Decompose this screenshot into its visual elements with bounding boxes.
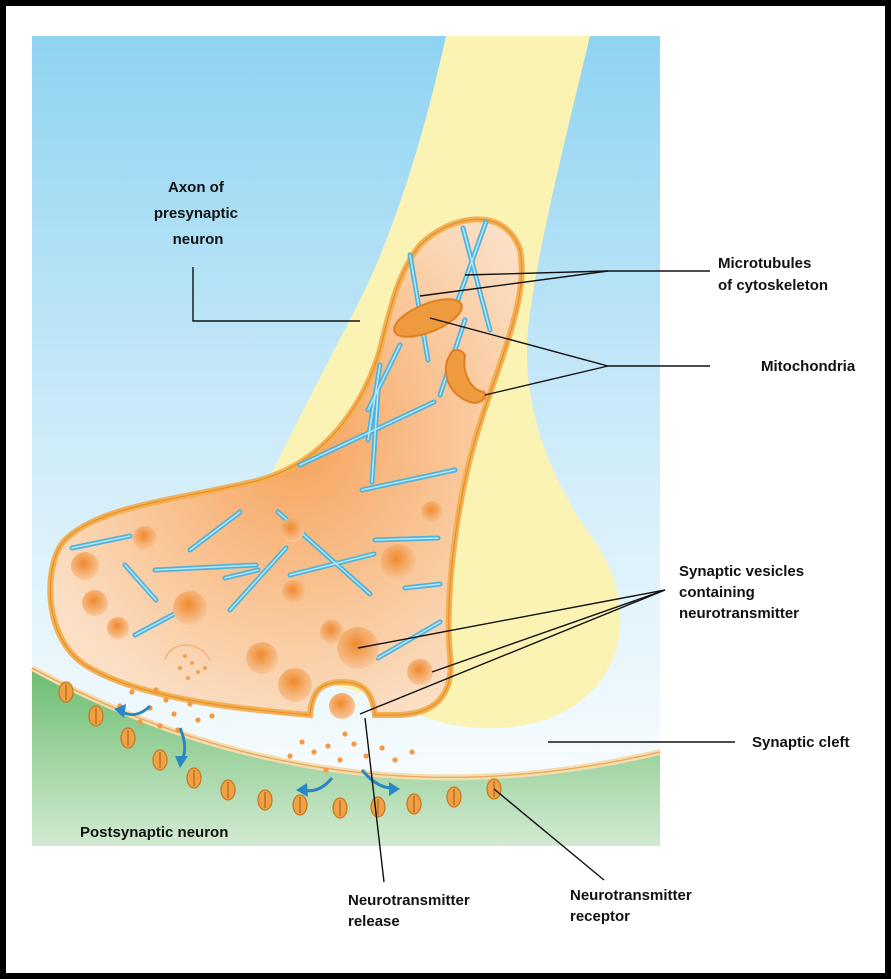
synaptic-vesicle	[282, 580, 306, 604]
microtubules-label-line-2: of cytoskeleton	[718, 277, 828, 294]
nt-release-line-2: release	[348, 913, 400, 930]
nt-receptor-label: Neurotransmitter receptor	[570, 887, 696, 925]
synaptic-vesicle	[280, 518, 304, 542]
synaptic-vesicle	[173, 591, 207, 625]
vesicles-label-line-3: neurotransmitter	[679, 605, 799, 622]
synaptic-vesicle	[133, 526, 157, 550]
microtubules-label: Microtubules of cytoskeleton	[718, 255, 828, 294]
microtubules-label-line-1: Microtubules	[718, 255, 811, 272]
synaptic-vesicle	[407, 659, 433, 685]
synaptic-vesicle-fusing	[329, 693, 355, 719]
vesicles-label-line-2: containing	[679, 584, 755, 601]
synaptic-vesicle	[380, 544, 416, 580]
nt-receptor-line-2: receptor	[570, 908, 630, 925]
synaptic-vesicle	[421, 501, 443, 523]
axon-label-line-3: neuron	[173, 231, 224, 248]
synaptic-vesicle	[71, 552, 99, 580]
nt-receptor-line-1: Neurotransmitter	[570, 887, 692, 904]
axon-label-line-2: presynaptic	[154, 205, 238, 222]
synaptic-vesicle	[82, 590, 108, 616]
synaptic-cleft-label: Synaptic cleft	[752, 734, 850, 751]
synaptic-vesicle	[107, 617, 129, 639]
nt-release-line-1: Neurotransmitter	[348, 892, 470, 909]
synaptic-vesicle	[246, 642, 278, 674]
nt-release-label: Neurotransmitter release	[348, 892, 474, 930]
postsynaptic-neuron-label: Postsynaptic neuron	[80, 824, 228, 841]
vesicles-label-line-1: Synaptic vesicles	[679, 563, 804, 580]
mitochondria-label: Mitochondria	[761, 358, 856, 375]
axon-label-line-1: Axon of	[168, 179, 225, 196]
synaptic-vesicle	[278, 668, 312, 702]
synaptic-vesicles-label: Synaptic vesicles containing neurotransm…	[679, 563, 808, 622]
